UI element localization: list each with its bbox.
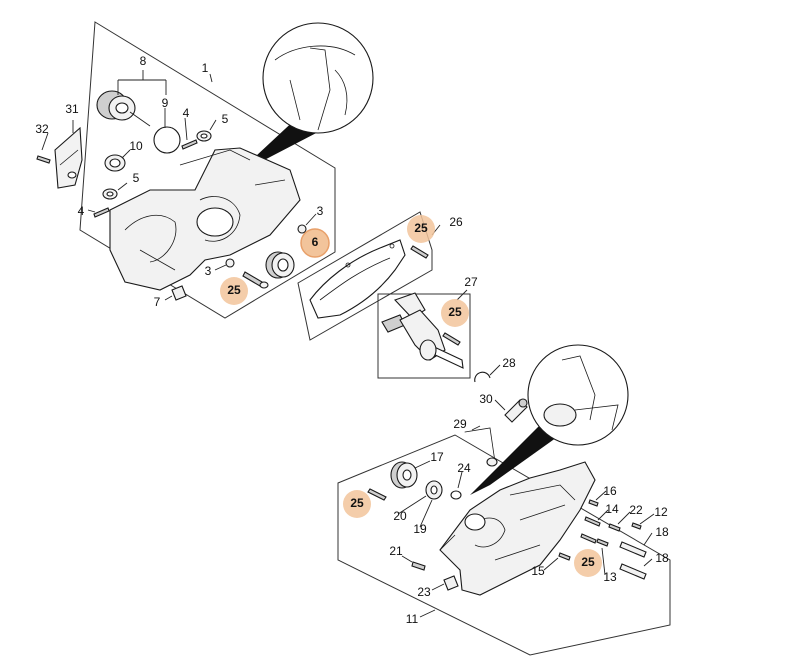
label-18b: 18 — [655, 551, 669, 565]
circlip-28 — [474, 371, 491, 383]
crankcase-half-2-box — [337, 434, 671, 656]
label-7: 7 — [154, 295, 161, 309]
stud-22 — [608, 523, 621, 532]
highlight-25c — [441, 299, 469, 327]
label-4a: 4 — [183, 106, 190, 120]
washer-5b — [102, 188, 118, 200]
gasket-26 — [309, 239, 406, 319]
crankshaft-box — [377, 293, 471, 379]
plug-3b — [225, 258, 235, 268]
stud-12 — [631, 522, 642, 530]
pin-13 — [596, 538, 609, 547]
label-5b: 5 — [133, 171, 140, 185]
label-19: 19 — [413, 522, 427, 536]
label-24: 24 — [457, 461, 471, 475]
bearing-8 — [96, 90, 151, 127]
label-6: 6 — [312, 235, 319, 249]
screw-25-gasket — [410, 245, 429, 259]
label-22: 22 — [629, 503, 643, 517]
pin-15 — [558, 552, 571, 561]
leader-lines — [41, 70, 655, 618]
label-4b: 4 — [78, 204, 85, 218]
label-23: 23 — [417, 585, 431, 599]
label-18a: 18 — [655, 525, 669, 539]
screw-25-bottom-left — [367, 488, 387, 501]
label-3b: 3 — [205, 264, 212, 278]
label-11: 11 — [406, 612, 419, 626]
bearing-seal-6 — [265, 251, 295, 279]
oil-seal-17 — [390, 461, 418, 489]
washer-24 — [450, 490, 462, 500]
label-26: 26 — [449, 215, 463, 229]
label-27: 27 — [464, 275, 478, 289]
cover-31 — [54, 126, 83, 189]
highlight-25a — [407, 215, 435, 243]
stud-14 — [584, 516, 601, 527]
screw-25-crankshaft — [442, 332, 461, 346]
label-14: 14 — [605, 502, 619, 516]
label-25-crankshaft: 25 — [448, 305, 462, 319]
gasket-box — [297, 211, 433, 341]
fitting-30 — [504, 398, 528, 423]
impulse-tube-29 — [464, 427, 496, 463]
highlight-25b — [220, 277, 248, 305]
highlight-25e — [574, 549, 602, 577]
label-13: 13 — [603, 570, 617, 584]
dowel-pin-4a — [181, 139, 198, 150]
screw-32 — [36, 155, 51, 164]
label-3a: 3 — [317, 204, 324, 218]
label-30: 30 — [479, 392, 493, 406]
label-15: 15 — [531, 564, 545, 578]
label-10: 10 — [129, 139, 143, 153]
detail-view-bottom — [470, 344, 629, 495]
stud-18a — [619, 541, 647, 558]
highlight-6 — [300, 228, 330, 258]
label-9: 9 — [162, 96, 169, 110]
washer-19 — [425, 480, 443, 500]
plug-23 — [443, 575, 459, 591]
plug-3a — [297, 224, 307, 234]
stud-18b — [619, 563, 647, 580]
label-17: 17 — [430, 450, 444, 464]
pin-16 — [588, 499, 599, 507]
label-25-top: 25 — [227, 283, 241, 297]
label-21: 21 — [389, 544, 403, 558]
label-1: 1 — [202, 61, 209, 75]
highlight-25d — [343, 490, 371, 518]
label-28: 28 — [502, 356, 516, 370]
screw-25-top — [242, 271, 269, 289]
label-16: 16 — [603, 484, 617, 498]
label-25-bottom-left: 25 — [350, 496, 364, 510]
label-20: 20 — [393, 509, 407, 523]
screw-21 — [411, 561, 426, 571]
o-ring-9 — [153, 126, 181, 154]
plug-7 — [171, 285, 187, 301]
label-12: 12 — [654, 505, 668, 519]
label-5a: 5 — [222, 112, 229, 126]
crankshaft-27 — [381, 292, 464, 369]
crankcase-half-1 — [109, 147, 301, 291]
label-25-gasket: 25 — [414, 221, 428, 235]
label-29: 29 — [453, 417, 467, 431]
seal-10 — [104, 154, 126, 172]
dowel-pin-4b — [93, 207, 110, 218]
label-32: 32 — [35, 122, 49, 136]
label-25-right: 25 — [581, 555, 595, 569]
crankcase-half-2 — [439, 461, 596, 596]
label-8: 8 — [140, 54, 147, 68]
label-31: 31 — [65, 102, 79, 116]
washer-5a — [196, 130, 212, 142]
screw-25-right — [580, 533, 597, 544]
